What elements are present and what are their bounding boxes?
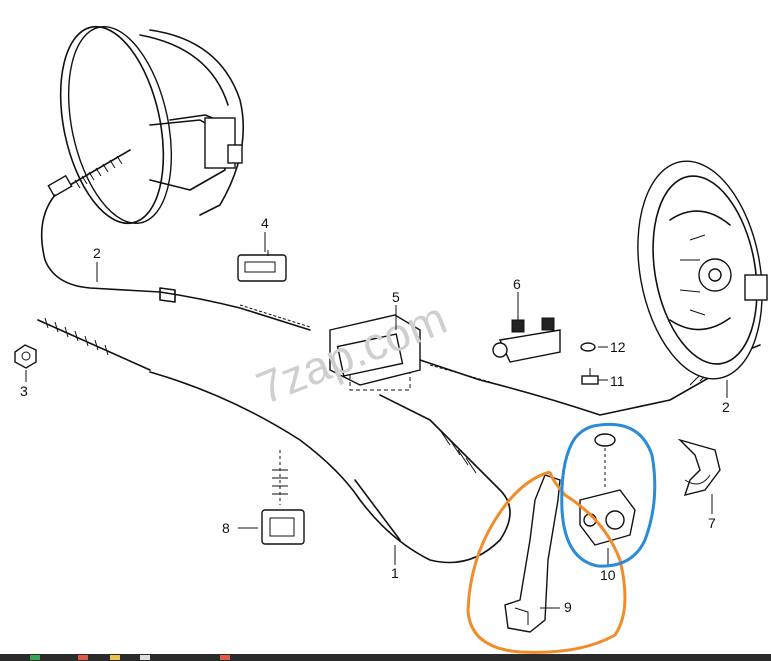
bracket-part-10 bbox=[579, 433, 636, 546]
label-part-12: 12 bbox=[610, 339, 626, 355]
label-part-10: 10 bbox=[600, 567, 616, 583]
taskbar-icon[interactable] bbox=[140, 655, 150, 660]
clip-part-4 bbox=[237, 250, 287, 282]
cable-2-upper bbox=[40, 194, 311, 331]
cable-1-main bbox=[149, 371, 511, 564]
cable-right bbox=[419, 359, 741, 416]
taskbar-icon[interactable] bbox=[110, 655, 120, 660]
clip-part-8 bbox=[261, 450, 305, 545]
orange-highlight-circle bbox=[466, 470, 627, 654]
label-part-6: 6 bbox=[513, 276, 521, 292]
blue-highlight-circle bbox=[560, 422, 657, 568]
label-part-1: 1 bbox=[391, 565, 399, 581]
label-part-2-upper: 2 bbox=[93, 245, 101, 261]
watermark: 7zap.com bbox=[249, 291, 453, 414]
label-part-5: 5 bbox=[392, 289, 400, 305]
washer-part-12 bbox=[580, 342, 596, 352]
taskbar-icon[interactable] bbox=[30, 655, 40, 660]
taskbar-icon[interactable] bbox=[220, 655, 230, 660]
brake-backing-plate bbox=[637, 160, 768, 380]
clip-part-7 bbox=[677, 438, 721, 496]
label-part-11: 11 bbox=[610, 373, 625, 389]
bolt-part-11 bbox=[581, 368, 599, 385]
taskbar bbox=[0, 654, 771, 661]
cable-thread-left bbox=[37, 317, 151, 371]
brake-drum bbox=[59, 25, 245, 225]
taskbar-icon[interactable] bbox=[78, 655, 88, 660]
lever-part-9 bbox=[504, 474, 561, 633]
label-part-3: 3 bbox=[20, 383, 28, 399]
label-part-4: 4 bbox=[261, 215, 269, 231]
label-part-7: 7 bbox=[708, 515, 716, 531]
nut-part-3 bbox=[14, 344, 37, 369]
cable-thread-upper bbox=[47, 149, 131, 198]
label-part-2-lower: 2 bbox=[722, 399, 730, 415]
leader-lines bbox=[25, 232, 728, 609]
clamp-part-6 bbox=[492, 317, 561, 363]
label-part-8: 8 bbox=[222, 520, 230, 536]
label-part-9: 9 bbox=[564, 599, 572, 615]
connector-part-5 bbox=[329, 314, 421, 391]
